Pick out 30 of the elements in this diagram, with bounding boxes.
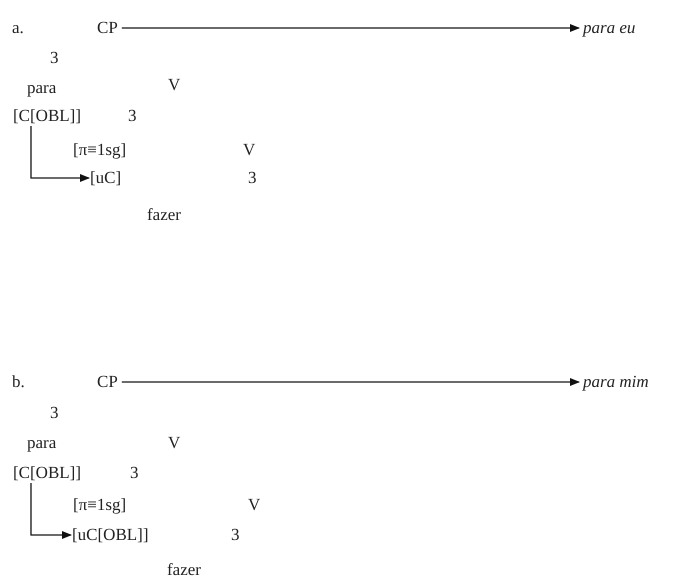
branch-mark: 3 — [248, 168, 256, 188]
branch-mark: 3 — [50, 48, 58, 68]
category-label: V — [248, 495, 260, 515]
gloss-text: para eu — [583, 18, 636, 38]
arrow — [30, 483, 72, 539]
tree-word: fazer — [167, 560, 201, 580]
category-label: V — [168, 75, 180, 95]
feature-label: [uC] — [90, 168, 122, 188]
feature-label: [π≡1sg] — [73, 495, 126, 515]
example-letter: a. — [12, 18, 24, 38]
category-label: CP — [97, 18, 118, 38]
feature-label: [π≡1sg] — [73, 140, 126, 160]
branch-mark: 3 — [50, 403, 58, 423]
gloss-text: para mim — [583, 372, 649, 392]
feature-label: [C[OBL]] — [13, 463, 81, 483]
arrow — [122, 24, 580, 32]
branch-mark: 3 — [128, 106, 136, 126]
arrow — [122, 378, 580, 386]
category-label: CP — [97, 372, 118, 392]
tree-word: para — [27, 78, 56, 98]
tree-word: para — [27, 433, 56, 453]
feature-label: [uC[OBL]] — [72, 525, 148, 545]
category-label: V — [168, 433, 180, 453]
branch-mark: 3 — [130, 463, 138, 483]
example-letter: b. — [12, 372, 25, 392]
category-label: V — [243, 140, 256, 160]
tree-word: fazer — [147, 205, 181, 225]
branch-mark: 3 — [231, 525, 240, 545]
feature-label: [C[OBL]] — [13, 106, 81, 126]
arrow — [30, 126, 90, 182]
